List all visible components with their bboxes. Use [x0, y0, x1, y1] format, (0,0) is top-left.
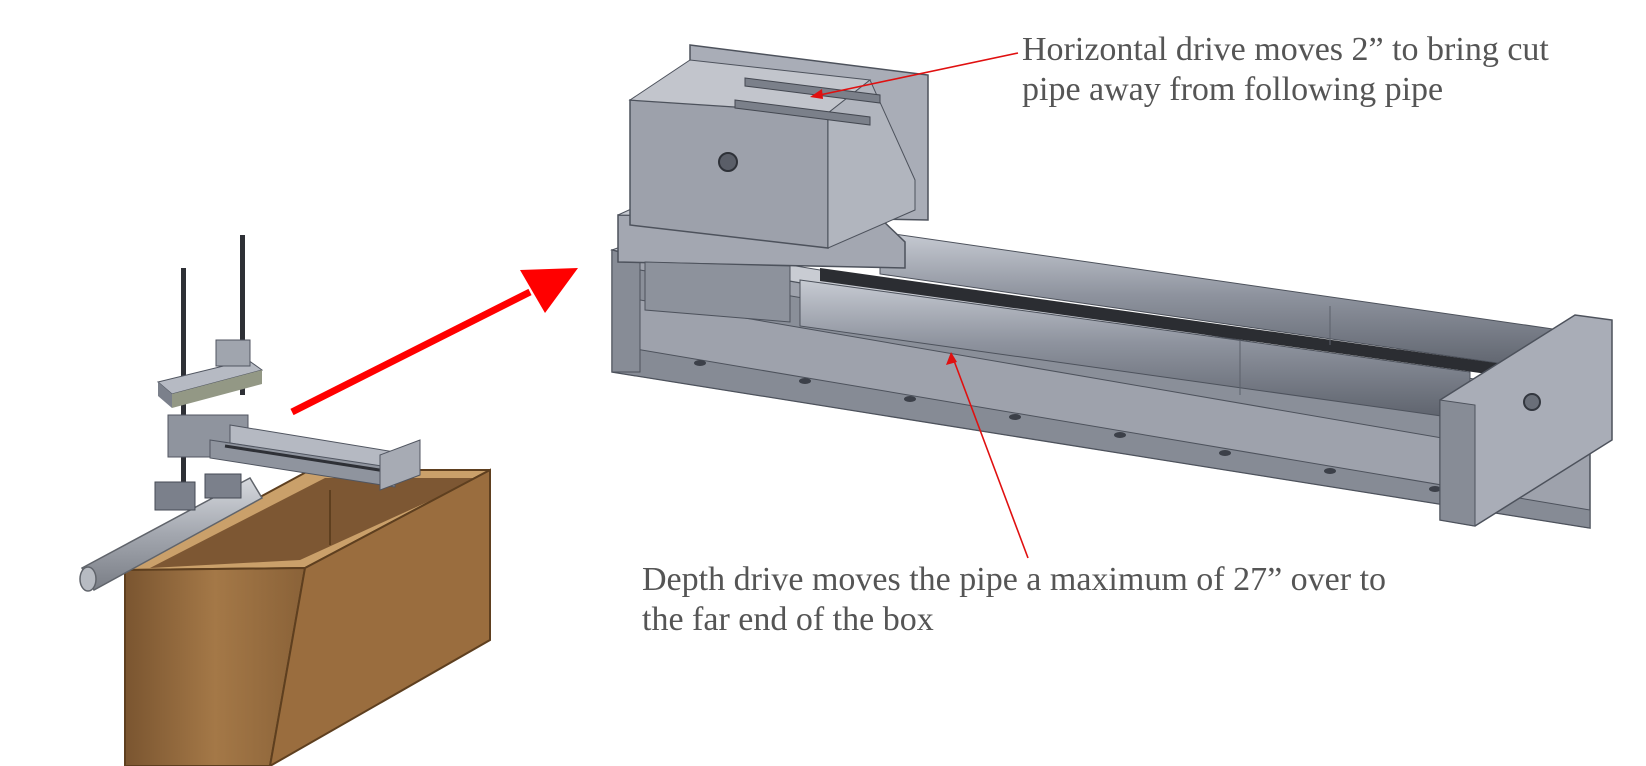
small-carriage: [154, 339, 264, 511]
depth-drive-annotation: Depth drive moves the pipe a maximum of …: [642, 561, 1387, 638]
callout-line-horizontal: [810, 52, 1019, 99]
small-rail: [209, 424, 421, 491]
red-arrow: [290, 268, 578, 416]
small-assembly: [79, 235, 491, 766]
cardboard-box: [124, 468, 491, 766]
large-assembly: [610, 44, 1613, 529]
callout-line-depth: [946, 352, 1029, 559]
horizontal-drive-annotation: Horizontal drive moves 2” to bring cut p…: [1022, 31, 1549, 108]
